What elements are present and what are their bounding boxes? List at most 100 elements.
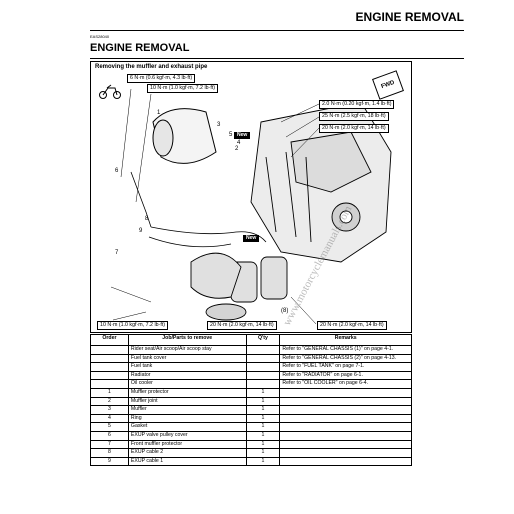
torque-spec: 2.0 N·m (0.20 kgf·m, 1.4 lb·ft)	[319, 100, 395, 109]
cell-part: Fuel tank	[127, 362, 247, 372]
section-code: EAS28040	[90, 34, 110, 39]
callout-number: 4	[237, 140, 241, 146]
cell-part: Muffler protector	[127, 387, 247, 398]
cell-qty: 1	[245, 448, 281, 458]
cell-remarks: Refer to "RADIATOR" on page 6-1.	[279, 370, 412, 381]
cell-remarks	[279, 396, 412, 407]
column-header-remarks: Remarks	[279, 334, 412, 346]
torque-spec: 10 N·m (1.0 kgf·m, 7.2 lb·ft)	[147, 84, 219, 93]
cell-qty	[245, 362, 281, 372]
engine-illustration	[99, 84, 392, 325]
cell-remarks: Refer to "OIL COOLER" on page 6-4.	[279, 379, 412, 389]
callout-number: (8)	[281, 308, 289, 314]
engine-block-shape	[250, 101, 392, 263]
cell-qty	[245, 345, 281, 355]
cell-order: 9	[90, 456, 129, 467]
new-part-badge: New	[243, 235, 260, 242]
cell-order: 8	[90, 448, 129, 458]
cell-order: 7	[90, 439, 129, 450]
cell-order: 5	[90, 422, 129, 432]
parts-table: Order Job/Parts to remove Q'ty Remarks R…	[90, 334, 412, 467]
cell-remarks	[279, 448, 412, 458]
cell-remarks: Refer to "GENERAL CHASSIS (2)" on page 4…	[279, 353, 412, 364]
table-row: Rider seat/Air scoop/Air scoop stay Refer…	[90, 345, 412, 355]
page-title: ENGINE REMOVAL	[355, 10, 464, 24]
cell-order	[90, 353, 129, 364]
cell-remarks: Refer to "GENERAL CHASSIS (1)" on page 4…	[279, 345, 412, 355]
cell-part: EXUP cable 1	[127, 456, 247, 467]
cell-qty: 1	[245, 456, 281, 467]
cell-qty: 1	[245, 422, 281, 432]
torque-spec: 20 N·m (2.0 kgf·m, 14 lb·ft)	[319, 124, 389, 133]
figure-caption: Removing the muffler and exhaust pipe	[95, 64, 208, 70]
cell-part: Fuel tank cover	[127, 353, 247, 364]
cell-qty: 1	[245, 387, 281, 398]
new-part-badge: New	[234, 132, 251, 139]
cell-remarks	[279, 405, 412, 415]
section-title: ENGINE REMOVAL	[90, 42, 190, 54]
cell-qty: 1	[245, 413, 281, 424]
motorcycle-icon	[99, 84, 121, 99]
cell-remarks	[279, 422, 412, 432]
callout-number: 5	[229, 132, 233, 138]
cell-part: Muffler	[127, 405, 247, 415]
cell-remarks	[279, 439, 412, 450]
callout-number: 3	[217, 122, 221, 128]
cell-remarks	[279, 413, 412, 424]
cell-qty: 1	[245, 396, 281, 407]
table-row: Fuel tank cover Refer to "GENERAL CHASSIS…	[90, 353, 412, 364]
cell-order: 2	[90, 396, 129, 407]
cell-part: EXUP valve pulley cover	[127, 430, 247, 441]
cell-remarks	[279, 456, 412, 467]
cell-order: 1	[90, 387, 129, 398]
cell-order	[90, 362, 129, 372]
table-row: Radiator Refer to "RADIATOR" on page 6-1.	[90, 370, 412, 381]
callout-number: 2	[235, 146, 239, 152]
torque-spec: 10 N·m (1.0 kgf·m, 7.2 lb·ft)	[97, 321, 169, 330]
header-rule	[90, 30, 464, 31]
cell-qty	[245, 353, 281, 364]
callout-number: 9	[139, 228, 143, 234]
cell-order	[90, 345, 129, 355]
callout-number: 1	[157, 110, 161, 116]
cell-order	[90, 379, 129, 389]
cell-qty: 1	[245, 405, 281, 415]
table-header-row: Order Job/Parts to remove Q'ty Remarks	[90, 334, 412, 346]
torque-spec: 20 N·m (2.0 kgf·m, 14 lb·ft)	[317, 321, 387, 330]
cell-remarks	[279, 387, 412, 398]
callout-number: 8	[145, 216, 149, 222]
torque-spec: 6 N·m (0.6 kgf·m, 4.3 lb·ft)	[127, 74, 196, 83]
torque-spec: 20 N·m (2.0 kgf·m, 14 lb·ft)	[207, 321, 277, 330]
cell-part: Rider seat/Air scoop/Air scoop stay	[127, 345, 247, 355]
callout-number: 7	[115, 250, 119, 256]
cell-remarks	[279, 430, 412, 441]
table-row: Oil cooler Refer to "OIL COOLER" on page …	[90, 379, 412, 389]
cell-remarks: Refer to "FUEL TANK" on page 7-1.	[279, 362, 412, 372]
column-header-part: Job/Parts to remove	[127, 334, 247, 346]
column-header-order: Order	[90, 334, 129, 346]
cell-part: Oil cooler	[127, 379, 247, 389]
callout-number: 6	[115, 168, 119, 174]
cell-part: Radiator	[127, 370, 247, 381]
cell-part: Gasket	[127, 422, 247, 432]
cell-part: EXUP cable 2	[127, 448, 247, 458]
cell-order: 4	[90, 413, 129, 424]
exhaust-pipe-shape	[190, 252, 288, 321]
cell-part: Ring	[127, 413, 247, 424]
torque-spec: 25 N·m (2.5 kgf·m, 18 lb·ft)	[319, 112, 389, 121]
cell-qty	[245, 370, 281, 381]
cell-qty: 1	[245, 430, 281, 441]
leader-lines	[110, 88, 320, 325]
column-header-qty: Q'ty	[245, 334, 281, 346]
exploded-diagram: Removing the muffler and exhaust pipe	[90, 61, 412, 333]
page-header: ENGINE REMOVAL	[0, 10, 514, 30]
cell-part: Front muffler protector	[127, 439, 247, 450]
